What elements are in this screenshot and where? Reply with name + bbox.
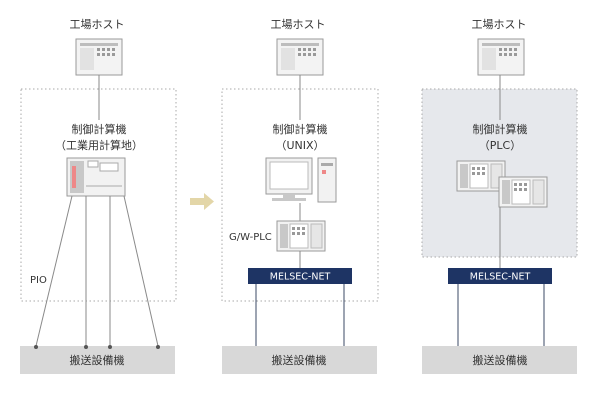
transport-equipment-bar: [422, 346, 577, 374]
transport-equipment-label: 搬送設備機: [272, 353, 327, 367]
controller-label: 制御計算機: [473, 122, 528, 136]
server-icon: [276, 38, 324, 76]
panel-plc-computer: 工場ホスト 制御計算機 （PLC）: [421, 18, 578, 374]
transport-equipment-label: 搬送設備機: [70, 353, 125, 367]
factory-host-label: 工場ホスト: [70, 18, 125, 31]
melsec-net-label: MELSEC-NET: [270, 272, 331, 283]
factory-host-label: 工場ホスト: [472, 18, 527, 31]
controller-sub-label: （工業用計算地）: [55, 138, 143, 152]
gw-plc-label: G/W-PLC: [229, 232, 272, 243]
controller-label: 制御計算機: [273, 122, 328, 136]
panel-unix-computer: 工場ホスト 制御計算機 （UNIX） G/W-PLC: [221, 18, 379, 374]
plc-icon: [456, 160, 506, 192]
pio-label: PIO: [30, 275, 47, 286]
controller-sub-label: （PLC）: [479, 139, 521, 152]
server-icon: [477, 38, 525, 76]
melsec-net-bar: [448, 268, 552, 284]
controller-sub-label: （UNIX）: [275, 139, 324, 152]
arrow-right-icon: [190, 193, 214, 210]
transport-equipment-bar: [222, 346, 377, 374]
plc-icon: [498, 176, 548, 208]
panel-industrial-computer: 工場ホスト 制御計算機 （工業用計算地） PIO: [20, 18, 177, 374]
controller-label: 制御計算機: [72, 122, 127, 136]
workstation-icon: [265, 157, 337, 203]
factory-host-label: 工場ホスト: [271, 18, 326, 31]
transport-equipment-label: 搬送設備機: [473, 353, 528, 367]
server-icon: [75, 38, 123, 76]
controller-boundary: [20, 88, 177, 302]
plc-icon: [276, 220, 326, 252]
melsec-net-label: MELSEC-NET: [470, 272, 531, 283]
melsec-net-bar: [248, 268, 352, 284]
transport-equipment-bar: [20, 346, 175, 374]
industrial-computer-icon: [66, 157, 126, 197]
